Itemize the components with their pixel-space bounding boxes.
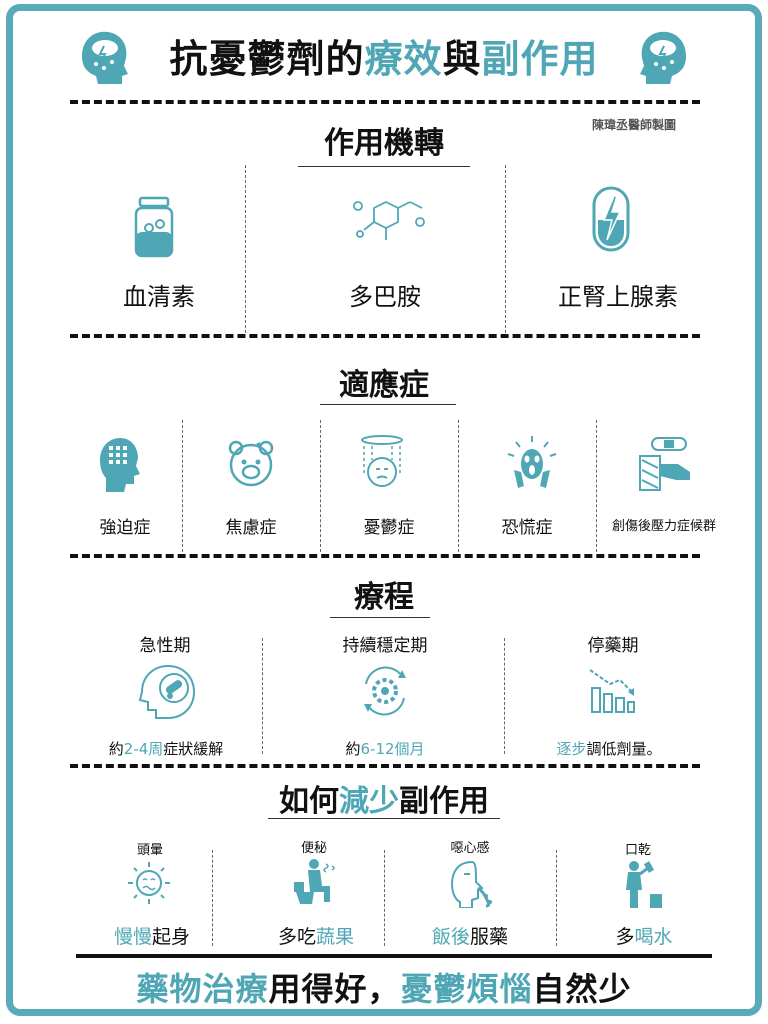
section-divider (70, 334, 700, 338)
column-divider (384, 850, 385, 946)
tip-label: 多吃蔬果 (277, 926, 355, 948)
phase-name: 急性期 (139, 636, 191, 656)
column-divider (245, 165, 246, 333)
side-effects-title: 如何減少副作用 (279, 784, 489, 819)
footer-divider (76, 954, 712, 958)
phase-name: 持續穩定期 (342, 636, 428, 656)
title-underline (268, 818, 500, 819)
symptom-label: 便秘 (300, 841, 327, 856)
mechanism-title: 作用機轉 (324, 126, 444, 161)
section-divider (70, 764, 700, 768)
gear-cycle-icon (364, 666, 406, 716)
dizzy-face-icon (128, 862, 170, 904)
mechanism-label: 血清素 (123, 283, 195, 311)
footer-slogan: 藥物治療用得好，憂鬱煩惱自然少 (136, 970, 632, 1008)
phase-note: 約2-4周症狀緩解 (108, 740, 224, 758)
toilet-icon (294, 859, 335, 904)
title-underline (320, 404, 456, 405)
phase-name: 停藥期 (587, 636, 639, 656)
section-divider (70, 100, 700, 104)
column-divider (556, 850, 557, 946)
mechanism-label: 多巴胺 (349, 283, 421, 311)
phase-note: 逐步調低劑量。 (556, 740, 662, 758)
storm-head-icon (82, 31, 128, 84)
head-pills-icon (138, 664, 196, 719)
author-credit: 陳瑋丞醫師製圖 (592, 118, 677, 132)
symptom-label: 噁心感 (450, 841, 490, 856)
column-divider (212, 850, 213, 946)
column-divider (504, 638, 505, 754)
tip-label: 慢慢起身 (113, 926, 191, 948)
rain-face-icon (361, 435, 403, 487)
column-divider (458, 420, 459, 552)
column-divider (182, 420, 183, 552)
section-divider (70, 554, 700, 558)
bandage-arm-icon (639, 437, 690, 491)
course-title: 療程 (354, 580, 414, 615)
drinking-icon (626, 861, 662, 908)
head-grid-icon (100, 438, 140, 492)
indication-label: 創傷後壓力症候群 (611, 519, 716, 534)
mechanism-label: 正腎上腺素 (558, 283, 678, 311)
column-divider (262, 638, 263, 754)
column-divider (320, 420, 321, 552)
jar-icon (134, 196, 174, 258)
tip-label: 飯後服藥 (431, 926, 509, 948)
title-underline (298, 166, 470, 167)
symptom-label: 頭暈 (136, 843, 163, 858)
title-underline (330, 617, 430, 618)
column-divider (505, 165, 506, 333)
indication-label: 強迫症 (99, 518, 151, 538)
indication-label: 恐慌症 (501, 518, 553, 538)
indication-label: 憂鬱症 (363, 518, 415, 538)
energy-bolt-icon (592, 186, 630, 252)
molecule-icon (353, 200, 425, 240)
column-divider (596, 420, 597, 552)
scream-icon (507, 436, 557, 488)
symptom-label: 口乾 (624, 843, 651, 858)
storm-head-icon (640, 31, 686, 84)
bear-face-icon (228, 440, 274, 487)
indication-label: 焦慮症 (225, 518, 277, 538)
declining-bars-icon (589, 669, 635, 713)
phase-note: 約6-12個月 (345, 740, 425, 758)
vomit-icon (450, 860, 492, 908)
page-title: 抗憂鬱劑的療效與副作用 (169, 37, 599, 81)
page-frame (6, 4, 762, 1016)
indications-title: 適應症 (339, 368, 429, 403)
tip-label: 多喝水 (615, 926, 673, 948)
